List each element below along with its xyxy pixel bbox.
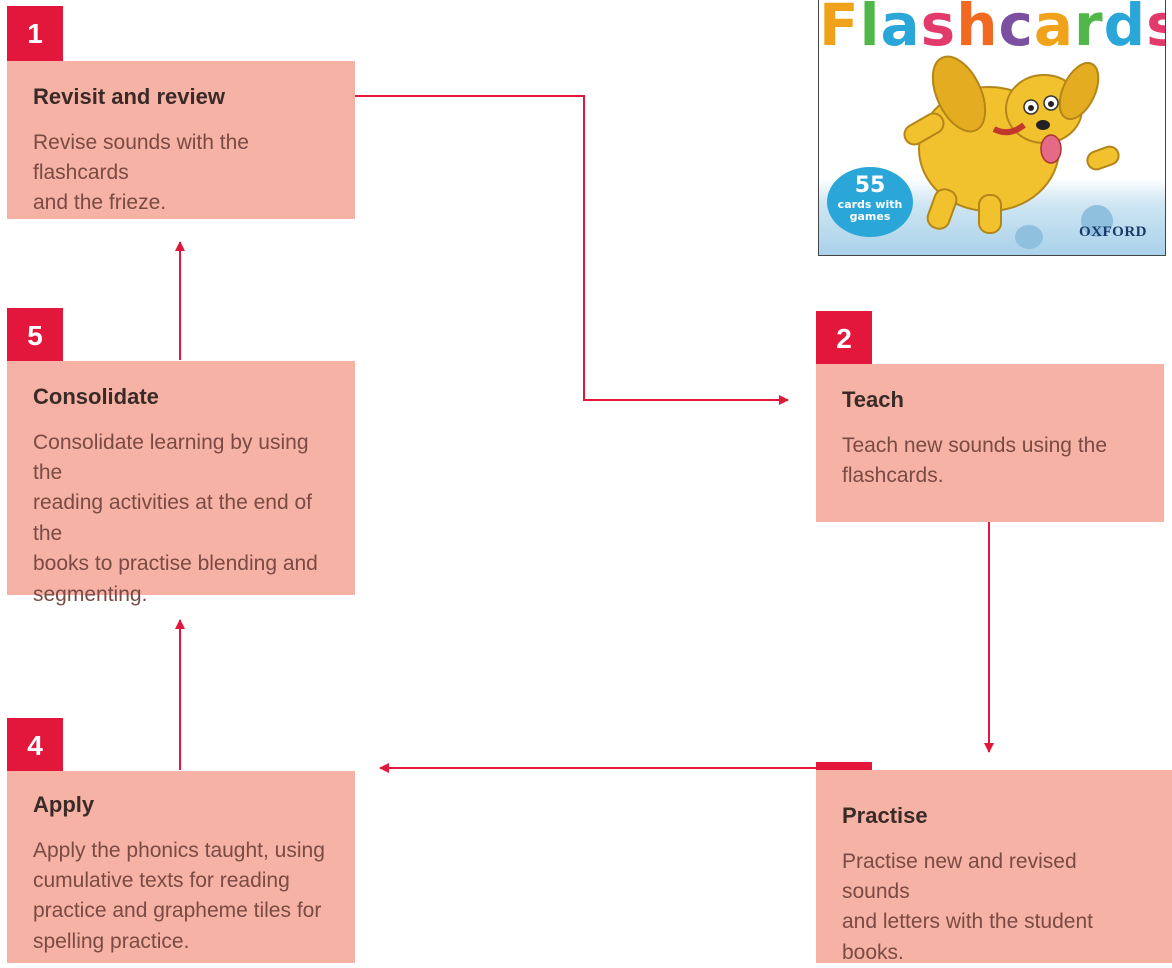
step-4-box: Apply Apply the phonics taught, using cu… xyxy=(7,771,355,963)
cover-card-count-badge: 55 cards with games xyxy=(827,167,913,237)
step-1-title: Revisit and review xyxy=(33,84,225,109)
cover-badge-text: cards with games xyxy=(837,198,903,223)
step-2-text: Teach new sounds using the flashcards. xyxy=(842,433,1108,488)
step-1-box: Revisit and review Revise sounds with th… xyxy=(7,61,355,219)
step-5-title: Consolidate xyxy=(33,384,159,409)
step-5-number-badge: 5 xyxy=(7,308,63,364)
step-1-text: Revise sounds with the flashcards and th… xyxy=(33,130,249,215)
step-2-number-badge: 2 xyxy=(816,311,872,367)
step-3-text: Practise new and revised sounds and lett… xyxy=(842,849,1093,964)
arrow-review-to-teach xyxy=(355,95,789,405)
step-5-text: Consolidate learning by using the readin… xyxy=(33,430,318,606)
cover-title: Flashcards xyxy=(819,0,1165,59)
dog-illustration-icon xyxy=(903,55,1120,249)
step-2-title: Teach xyxy=(842,387,904,412)
step-4-number-badge: 4 xyxy=(7,718,63,774)
step-3-title: Practise xyxy=(842,803,928,828)
cover-badge-number: 55 xyxy=(854,173,886,198)
step-4-text: Apply the phonics taught, using cumulati… xyxy=(33,838,325,953)
step-1-number-badge: 1 xyxy=(7,6,63,62)
step-3-box: Practise Practise new and revised sounds… xyxy=(816,770,1172,964)
step-5-box: Consolidate Consolidate learning by usin… xyxy=(7,361,355,606)
step-2-box: Teach Teach new sounds using the flashca… xyxy=(816,364,1164,522)
step-4-title: Apply xyxy=(33,792,95,817)
flashcards-cover-image: Flashcards 55 cards with games OXFORD xyxy=(818,0,1166,256)
cover-publisher-logo: OXFORD xyxy=(1079,224,1147,240)
